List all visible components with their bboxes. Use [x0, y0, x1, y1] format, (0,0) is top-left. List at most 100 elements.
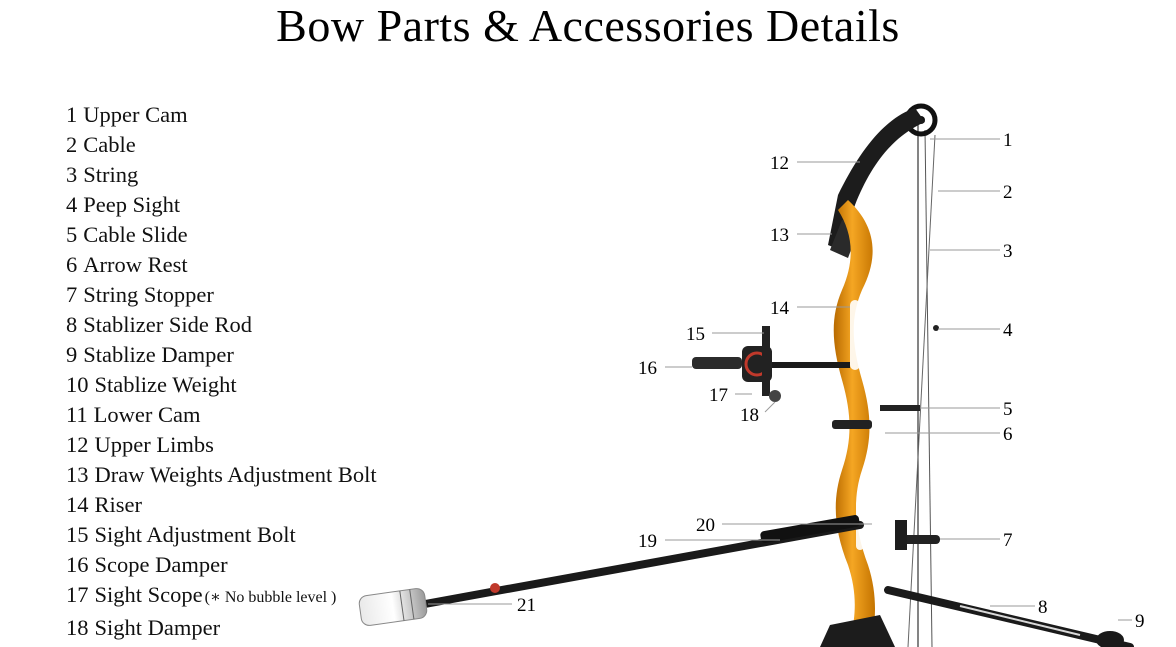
part-name: Sight Adjustment Bolt — [94, 522, 296, 547]
callout-5: 5 — [1003, 399, 1013, 420]
part-number: 11 — [66, 402, 88, 427]
part-name: Upper Limbs — [94, 432, 214, 457]
part-number: 17 — [66, 582, 89, 607]
front-stabilizer — [358, 515, 864, 626]
callout-21: 21 — [517, 595, 536, 616]
part-number: 4 — [66, 192, 78, 217]
peep-sight-icon — [933, 325, 939, 331]
callout-7: 7 — [1003, 530, 1013, 551]
callout-16: 16 — [638, 358, 657, 379]
part-number: 15 — [66, 522, 89, 547]
leader-18 — [764, 401, 776, 413]
part-name: Riser — [94, 492, 143, 517]
string-stopper-mount — [895, 520, 907, 550]
side-rod-highlight — [959, 605, 1081, 636]
arrow-rest — [832, 420, 872, 429]
part-name: Scope Damper — [94, 552, 228, 577]
stabilizer-weight — [358, 588, 428, 626]
part-number: 12 — [66, 432, 89, 457]
callout-6: 6 — [1003, 424, 1013, 445]
part-name: Peep Sight — [83, 192, 181, 217]
riser-cutout-2 — [864, 310, 872, 370]
part-number: 18 — [66, 615, 89, 640]
part-number: 8 — [66, 312, 78, 337]
part-number: 3 — [66, 162, 78, 187]
part-name: Sight Damper — [94, 615, 221, 640]
part-name: Sight Scope — [94, 582, 203, 607]
callout-14: 14 — [770, 298, 790, 319]
part-number: 13 — [66, 462, 89, 487]
leader-lines — [428, 138, 1132, 621]
callout-17: 17 — [709, 385, 728, 406]
part-number: 2 — [66, 132, 78, 157]
callout-18: 18 — [740, 405, 759, 426]
cable-line — [924, 129, 933, 647]
part-name: Cable — [83, 132, 136, 157]
part-number: 10 — [66, 372, 89, 397]
callout-19: 19 — [638, 531, 657, 552]
part-name: String — [83, 162, 139, 187]
riser-cutout-1 — [850, 300, 860, 370]
part-name: Cable Slide — [83, 222, 188, 247]
callout-20: 20 — [696, 515, 715, 536]
part-name: Stablize Weight — [94, 372, 237, 397]
part-name: String Stopper — [83, 282, 214, 307]
part-name: Draw Weights Adjustment Bolt — [94, 462, 377, 487]
part-name: Lower Cam — [93, 402, 201, 427]
part-number: 5 — [66, 222, 78, 247]
callout-12: 12 — [770, 153, 789, 174]
callout-2: 2 — [1003, 182, 1013, 203]
scope-damper — [692, 357, 742, 369]
lower-limb-shape — [820, 615, 895, 647]
callout-1: 1 — [1003, 130, 1013, 151]
bow-diagram: 1 2 3 4 5 6 7 8 9 12 13 14 15 16 17 18 1… — [358, 103, 1145, 647]
callout-8: 8 — [1038, 597, 1048, 618]
part-number: 6 — [66, 252, 78, 277]
callout-9: 9 — [1135, 611, 1145, 632]
part-number: 9 — [66, 342, 78, 367]
sight-bar — [770, 362, 850, 368]
stabilize-damper — [1096, 631, 1124, 647]
page-title: Bow Parts & Accessories Details — [276, 0, 900, 51]
stabilizer-grip — [760, 515, 860, 543]
part-name: Stablizer Side Rod — [83, 312, 252, 337]
part-number: 1 — [66, 102, 78, 127]
part-name: Upper Cam — [83, 102, 188, 127]
cable-slide — [880, 405, 920, 411]
part-number: 16 — [66, 552, 89, 577]
part-note: (∗ No bubble level ) — [204, 589, 337, 606]
callout-3: 3 — [1003, 241, 1013, 262]
string-cable-group — [907, 120, 936, 647]
part-number: 7 — [66, 282, 78, 307]
sight-assembly — [692, 326, 850, 402]
cable-line-2 — [907, 134, 936, 647]
part-number: 14 — [66, 492, 89, 517]
callout-4: 4 — [1003, 320, 1013, 341]
callout-13: 13 — [770, 225, 789, 246]
callout-labels: 1 2 3 4 5 6 7 8 9 12 13 14 15 16 17 18 1… — [517, 130, 1145, 632]
sight-adjust-bolt — [762, 326, 770, 396]
sight-damper — [769, 390, 781, 402]
part-name: Arrow Rest — [83, 252, 188, 277]
callout-15: 15 — [686, 324, 705, 345]
stabilizer-logo — [490, 583, 500, 593]
